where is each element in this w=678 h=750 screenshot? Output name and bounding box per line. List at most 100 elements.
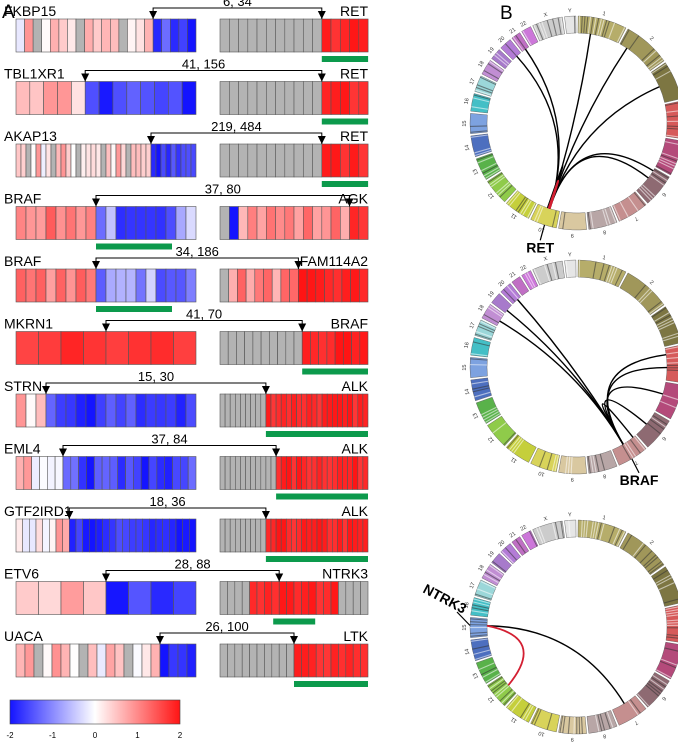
exon-3prime: [252, 331, 262, 365]
cytoband-stripe: [490, 680, 506, 692]
exon-3prime: [260, 331, 270, 365]
cytoband-stripe: [552, 262, 558, 280]
exon-3prime: [308, 643, 317, 678]
fusion-link-intrachromosomal: [547, 180, 560, 210]
exon-5prime: [155, 143, 162, 178]
exon-5prime: [105, 393, 117, 428]
chromosome-segment: [532, 260, 565, 286]
exon-3prime: [337, 393, 343, 428]
cytoband-stripe: [587, 456, 591, 474]
exon-3prime: [347, 393, 354, 428]
breakpoint-arrow: [272, 448, 281, 457]
exon-3prime: [357, 456, 364, 490]
exon-5prime: [180, 456, 189, 490]
exon-3prime: [301, 393, 308, 428]
cytoband-stripe: [551, 210, 557, 228]
exon-3prime: [301, 456, 308, 490]
cytoband-stripe: [623, 443, 634, 459]
chromosome-label: 1: [602, 11, 606, 18]
exon-3prime: [293, 581, 302, 615]
exon-5prime: [82, 518, 90, 553]
exon-3prime: [278, 643, 287, 678]
exon-5prime: [60, 143, 67, 178]
chromosome-label: 18: [477, 304, 485, 312]
chromosome-label: 2: [648, 36, 654, 43]
cytoband-stripe: [517, 197, 528, 213]
exon-5prime: [140, 81, 155, 115]
cytoband-stripe: [504, 43, 518, 57]
exon-3prime: [247, 206, 258, 240]
exon-5prime: [70, 143, 77, 178]
exon-5prime: [152, 18, 163, 53]
cytoband-stripe: [495, 181, 510, 194]
exon-5prime: [140, 143, 147, 178]
cytoband-stripe: [665, 611, 678, 615]
fusion-junction-line: [105, 320, 303, 332]
exon-5prime: [42, 518, 50, 553]
chromosome-segment: [506, 434, 537, 463]
exon-3prime: [235, 518, 241, 553]
exon-3prime: [285, 518, 292, 553]
cytoband-stripe: [640, 185, 654, 199]
chromosome-label: 21: [509, 27, 517, 35]
exon-5prime: [150, 581, 174, 615]
exon-5prime: [128, 331, 152, 365]
exon-3prime: [278, 581, 287, 615]
exon-3prime: [256, 581, 265, 615]
five-prime-gene-label: MKRN1: [4, 316, 53, 332]
exon-3prime: [352, 456, 359, 490]
exon-3prime: [256, 643, 265, 678]
cytoband-stripe: [511, 697, 523, 712]
chromosome-label: Y: [568, 512, 572, 518]
exon-3prime: [351, 331, 361, 365]
exon-5prime: [115, 206, 127, 240]
cytoband-stripe: [666, 619, 678, 622]
three-prime-gene-label: NTRK3: [322, 566, 368, 582]
cytoband-stripe: [662, 394, 678, 401]
exon-5prime: [15, 643, 26, 678]
exon-5prime: [125, 393, 137, 428]
exon-3prime: [224, 393, 231, 428]
exon-3prime: [293, 643, 302, 678]
exon-5prime: [168, 81, 183, 115]
cytoband-stripe: [513, 439, 525, 454]
cytoband-stripe: [628, 35, 640, 50]
cytoband-stripe: [471, 380, 489, 385]
exon-3prime: [271, 581, 280, 615]
exon-5prime: [86, 456, 95, 490]
cytoband-stripe: [501, 550, 515, 564]
cytoband-stripe: [487, 676, 503, 688]
exon-5prime: [175, 206, 187, 240]
cytoband-stripe: [472, 601, 490, 607]
cytoband-stripe: [585, 16, 589, 34]
exon-5prime: [75, 18, 85, 53]
circos-plot: 12345678910111213141516171819202122XYBRA…: [462, 252, 678, 488]
exon-5prime: [165, 268, 177, 303]
cytoband-stripe: [485, 673, 501, 683]
read-count-label: 37, 80: [205, 182, 241, 197]
exon-5prime: [60, 581, 84, 615]
chromosome-segment: [532, 520, 565, 546]
breakpoint-arrow: [345, 198, 354, 207]
exon-3prime: [227, 643, 236, 678]
chromosome-label: 6: [660, 695, 667, 701]
cytoband-stripe: [482, 668, 498, 678]
cytoband-stripe: [594, 522, 600, 539]
exon-3prime: [219, 518, 226, 553]
cytoband-stripe: [538, 451, 546, 468]
exon-3prime: [358, 18, 369, 53]
exon-5prime: [83, 331, 107, 365]
exon-3prime: [357, 393, 364, 428]
exon-5prime: [84, 81, 100, 115]
five-prime-gene-label: STRN: [4, 378, 42, 394]
kinase-domain-bar: [265, 556, 368, 562]
fusion-junction-line: [62, 445, 277, 457]
exon-5prime: [15, 518, 23, 553]
exon-3prime: [330, 206, 341, 240]
exon-3prime: [238, 81, 249, 115]
cytoband-stripe: [592, 17, 597, 35]
exon-3prime: [323, 643, 332, 678]
cytoband-stripe: [489, 174, 504, 186]
exon-3prime: [362, 518, 369, 553]
